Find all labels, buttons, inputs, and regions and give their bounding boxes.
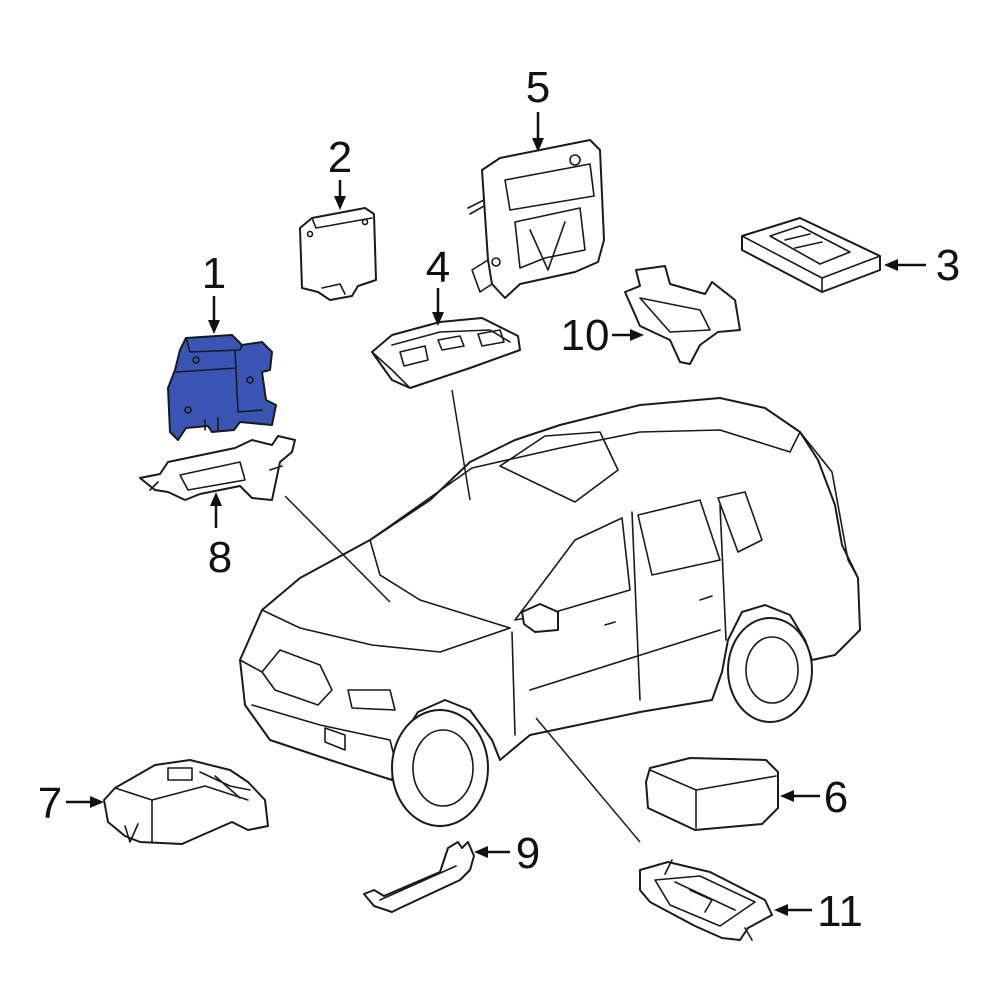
side-mirror [521,603,559,633]
callout-8: 8 [208,533,232,582]
part-8-bracket[interactable] [139,435,296,501]
front-wheel [391,709,489,827]
callout-11: 11 [817,887,863,936]
grille [261,649,333,706]
callout-7: 7 [38,779,62,828]
callout-1: 1 [202,249,226,298]
part-11-tray[interactable] [639,859,773,941]
callout-5: 5 [526,63,550,112]
part-5-housing[interactable] [467,139,605,299]
rear-door-window [637,499,721,576]
part-7-control-unit[interactable] [103,759,269,845]
callout-numbers: 1 2 3 4 5 6 7 8 9 10 11 [38,63,960,936]
sunroof [499,431,619,503]
part-9-bracket[interactable] [363,841,475,913]
part-2-module[interactable] [299,207,377,301]
vehicle-illustration [239,397,861,827]
callout-9: 9 [516,829,540,878]
callout-2: 2 [328,133,352,182]
callout-10: 10 [561,311,610,360]
callout-4: 4 [426,243,450,292]
part-1-body [167,334,277,441]
callout-3: 3 [936,241,960,290]
part-10-bracket[interactable] [624,265,741,365]
leader-lines [284,389,641,843]
part-3-module[interactable] [741,217,881,293]
rear-wheel [727,617,813,723]
part-4-overhead-module[interactable] [371,317,521,389]
part-1-control-module[interactable] [167,334,277,441]
part-6-module[interactable] [645,757,779,831]
callout-arrows [66,112,926,916]
callout-6: 6 [824,773,848,822]
